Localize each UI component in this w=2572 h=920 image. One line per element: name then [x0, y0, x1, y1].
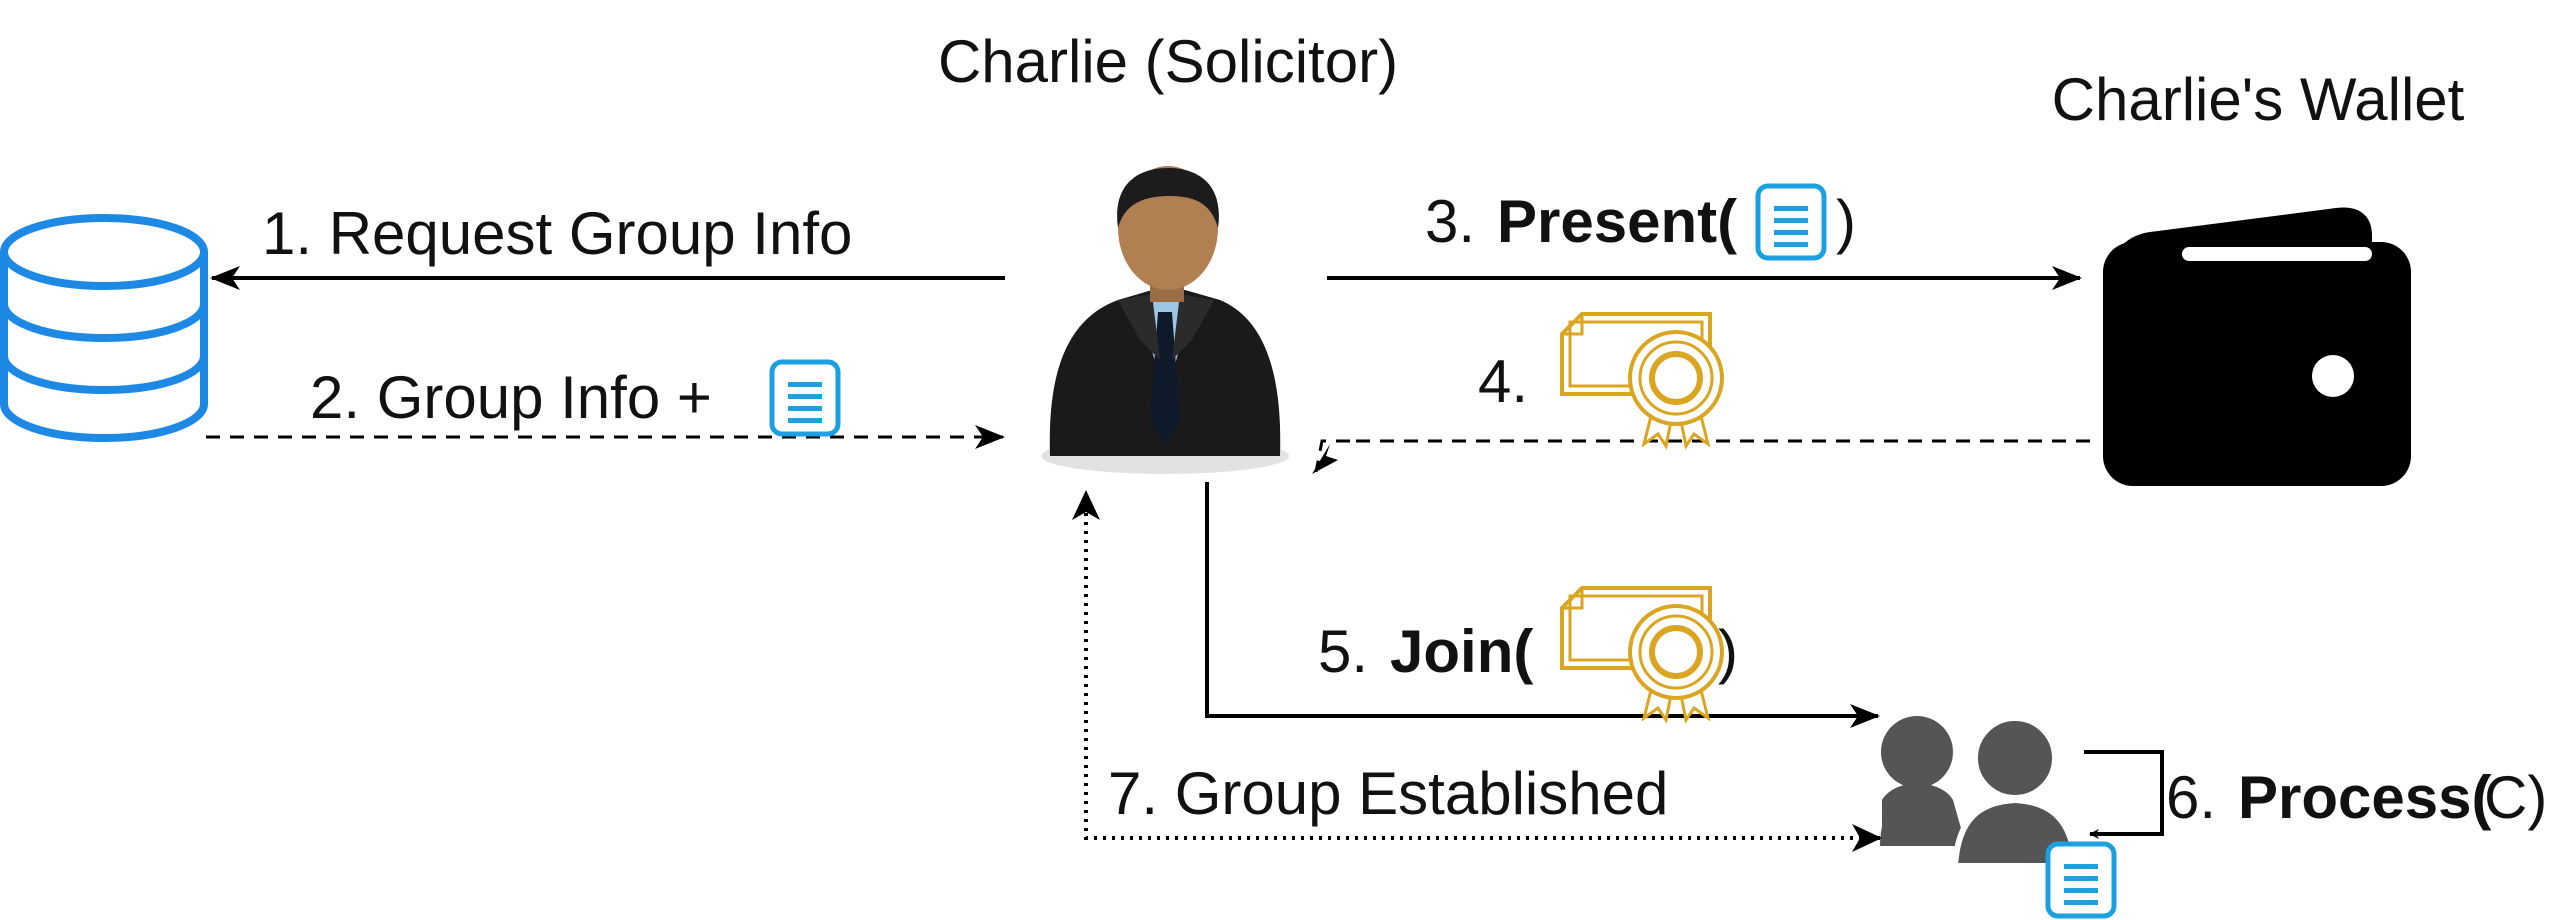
step-3-number: 3.: [1425, 188, 1475, 255]
solicitor-person-icon: [1041, 166, 1289, 474]
step-1-label: 1. Request Group Info: [262, 200, 852, 267]
step-4-certificate-icon: [1562, 314, 1722, 446]
step-3-document-icon: [1758, 186, 1824, 258]
step-3-action: Present(: [1497, 188, 1737, 255]
database-icon: [0, 214, 208, 442]
arrow-join: [1205, 482, 1880, 728]
arrow-process-loop: [2084, 750, 2164, 839]
step-5-number: 5.: [1318, 618, 1368, 685]
step-5-certificate-icon: [1562, 588, 1722, 720]
step-3-close: ): [1836, 188, 1856, 255]
step-6-close: C): [2484, 764, 2547, 831]
step-4-label: 4.: [1478, 348, 1528, 415]
step-5-action: Join(: [1390, 618, 1533, 685]
step-5-close: ): [1718, 618, 1738, 685]
step-6-number: 6.: [2166, 764, 2216, 831]
step-7-label: 7. Group Established: [1108, 760, 1668, 827]
solicitor-title: Charlie (Solicitor): [938, 28, 1398, 95]
wallet-title: Charlie's Wallet: [2052, 66, 2465, 133]
group-document-icon: [2048, 844, 2114, 916]
arrow-group-established: [1084, 495, 1880, 840]
step-2-document-icon: [772, 362, 838, 434]
step-6-action: Process(: [2238, 764, 2491, 831]
group-icon: [1880, 715, 2080, 869]
step-2-label: 2. Group Info +: [310, 364, 712, 431]
wallet-icon: [2103, 207, 2411, 486]
